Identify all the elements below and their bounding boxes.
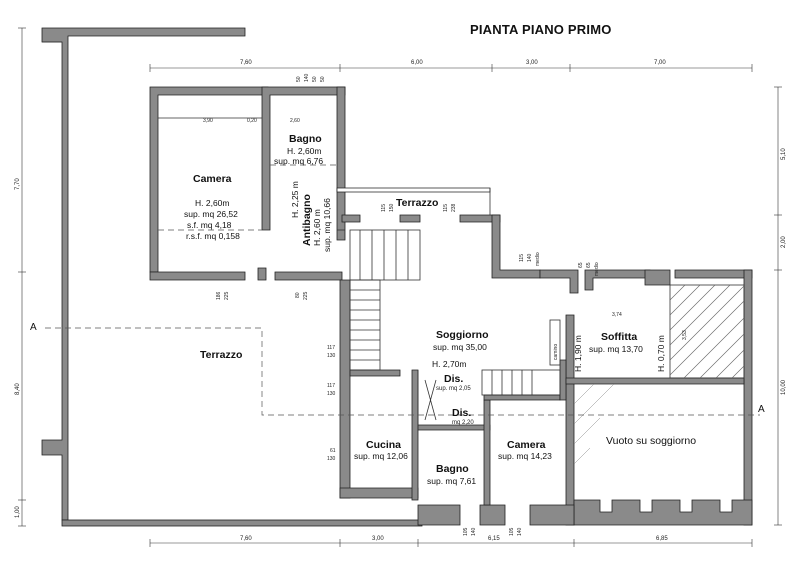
room-height-left: H. 1,90 m bbox=[573, 335, 583, 372]
room-area: sup. mq 26,52 bbox=[184, 209, 238, 219]
dim-020: 0,20 bbox=[247, 118, 257, 124]
dim-w225b: 225 bbox=[303, 291, 309, 300]
dim-bottom-4: 6,85 bbox=[656, 536, 668, 542]
room-camera-1: Camera H. 2,60m sup. mq 26,52 s.f. mq 4,… bbox=[184, 173, 240, 241]
dim-w65a: 65 bbox=[578, 262, 584, 268]
dim-w50a: 50 bbox=[296, 76, 302, 82]
dim-top-4: 7,00 bbox=[654, 60, 666, 66]
room-rsf: r.s.f. mq 0,158 bbox=[186, 231, 240, 241]
dim-medio2: medio bbox=[594, 262, 600, 276]
room-name: Bagno bbox=[436, 463, 469, 475]
room-name: Cucina bbox=[366, 439, 401, 451]
dim-medio1: medio bbox=[535, 252, 541, 266]
dim-right-3: 10,00 bbox=[781, 379, 787, 395]
hatched-attic-strip bbox=[573, 284, 745, 465]
room-antibagno: Antibagno H. 2,60 m sup. mq 10,66 H. 2,2… bbox=[290, 181, 332, 252]
room-name: Soffitta bbox=[601, 331, 637, 343]
dim-bottom-1: 7,60 bbox=[240, 536, 252, 542]
dim-w225a: 225 bbox=[224, 291, 230, 300]
dim-w140c: 140 bbox=[471, 527, 477, 536]
section-mark-left: A bbox=[30, 322, 37, 333]
dim-260: 2,60 bbox=[290, 118, 300, 124]
room-camera-2: Camera sup. mq 14,23 bbox=[498, 439, 552, 461]
dim-w115b: 115 bbox=[443, 204, 449, 212]
section-line: A A bbox=[30, 322, 765, 416]
room-bagno-2: Bagno sup. mq 7,61 bbox=[427, 463, 476, 486]
dim-w130c: 130 bbox=[327, 456, 336, 462]
section-mark-right: A bbox=[758, 404, 765, 415]
dim-top-2: 6,00 bbox=[411, 60, 423, 66]
room-area: sup. mq 14,23 bbox=[498, 451, 552, 461]
dim-w105a: 105 bbox=[463, 527, 469, 536]
dim-w65b: 65 bbox=[586, 262, 592, 268]
room-area: sup. mq 2,05 bbox=[436, 386, 471, 392]
dim-bottom-2: 3,00 bbox=[372, 536, 384, 542]
room-name: Antibagno bbox=[301, 194, 313, 246]
dim-top-1: 7,60 bbox=[240, 60, 252, 66]
dim-w140b: 140 bbox=[527, 253, 533, 262]
dim-w238: 238 bbox=[451, 203, 457, 212]
room-area: sup. mq 6,76 bbox=[274, 156, 323, 166]
dim-right-2: 2,00 bbox=[781, 236, 787, 248]
room-sf: s.f. mq 4,18 bbox=[187, 220, 232, 230]
room-name: Camera bbox=[507, 439, 546, 451]
dim-w117b: 117 bbox=[327, 383, 335, 389]
dim-bottom-3: 6,15 bbox=[488, 536, 500, 542]
room-height: H. 2,70m bbox=[432, 359, 467, 369]
room-height: H. 2,60 m bbox=[312, 209, 322, 246]
dim-353: 3,53 bbox=[682, 330, 688, 340]
room-area: sup. mq 12,06 bbox=[354, 451, 408, 461]
room-name: Soggiorno bbox=[436, 329, 489, 341]
dim-w150a: 150 bbox=[389, 203, 395, 212]
dim-374: 3,74 bbox=[612, 312, 622, 318]
room-cucina: Cucina sup. mq 12,06 bbox=[354, 439, 408, 461]
room-side-height: H. 2,25 m bbox=[290, 181, 300, 218]
dim-w50b: 50 bbox=[312, 76, 318, 82]
dim-w140d: 140 bbox=[517, 527, 523, 536]
room-name: Dis. bbox=[452, 407, 471, 419]
room-area: sup. mq 7,61 bbox=[427, 476, 476, 486]
dim-390: 3,90 bbox=[203, 118, 213, 124]
dim-w80: 80 bbox=[295, 292, 301, 298]
room-area: sup. mq 13,70 bbox=[589, 344, 643, 354]
room-area: mq 2,20 bbox=[452, 420, 474, 426]
room-height-right: H. 0,70 m bbox=[656, 335, 666, 372]
dim-w186: 186 bbox=[216, 291, 222, 300]
room-dis-2: Dis. mq 2,20 bbox=[452, 407, 474, 426]
room-area: sup. mq 10,66 bbox=[322, 198, 332, 252]
dim-w130a: 130 bbox=[327, 353, 336, 359]
dim-w117a: 117 bbox=[327, 345, 335, 351]
room-area: sup. mq 35,00 bbox=[433, 342, 487, 352]
dim-w61: 61 bbox=[330, 448, 336, 454]
interior-thin-lines bbox=[158, 117, 561, 430]
room-soffitta: Soffitta sup. mq 13,70 H. 1,90 m H. 0,70… bbox=[573, 331, 666, 372]
room-terrazzo-top: Terrazzo bbox=[396, 197, 438, 209]
dim-left-1: 7,70 bbox=[15, 178, 21, 190]
room-name: Bagno bbox=[289, 133, 322, 145]
room-vuoto: Vuoto su soggiorno bbox=[606, 435, 696, 447]
room-soggiorno: Soggiorno sup. mq 35,00 H. 2,70m bbox=[432, 329, 489, 369]
dim-w115c: 115 bbox=[519, 254, 525, 262]
room-bagno-1: Bagno H. 2,60m sup. mq 6,76 bbox=[274, 133, 323, 166]
dim-w140a: 140 bbox=[304, 73, 310, 82]
dim-w130b: 130 bbox=[327, 391, 336, 397]
dim-left-2: 8,40 bbox=[15, 383, 21, 395]
dim-w115a: 115 bbox=[381, 204, 387, 212]
dim-w50c: 50 bbox=[320, 76, 326, 82]
room-terrazzo-left: Terrazzo bbox=[200, 349, 242, 361]
dim-left-3: 1,00 bbox=[15, 506, 21, 518]
room-name: Camera bbox=[193, 173, 232, 185]
dim-right-1: 5,10 bbox=[781, 148, 787, 160]
dim-w105b: 105 bbox=[509, 527, 515, 536]
room-height: H. 2,60m bbox=[287, 146, 322, 156]
camino-label: camino bbox=[553, 344, 559, 360]
room-name: Dis. bbox=[444, 373, 463, 385]
dimension-lines bbox=[18, 27, 782, 547]
room-height: H. 2,60m bbox=[195, 198, 230, 208]
plan-title: PIANTA PIANO PRIMO bbox=[470, 22, 612, 37]
dim-top-3: 3,00 bbox=[526, 60, 538, 66]
room-dis-1: Dis. sup. mq 2,05 bbox=[436, 373, 471, 392]
exterior-walls bbox=[149, 86, 753, 526]
